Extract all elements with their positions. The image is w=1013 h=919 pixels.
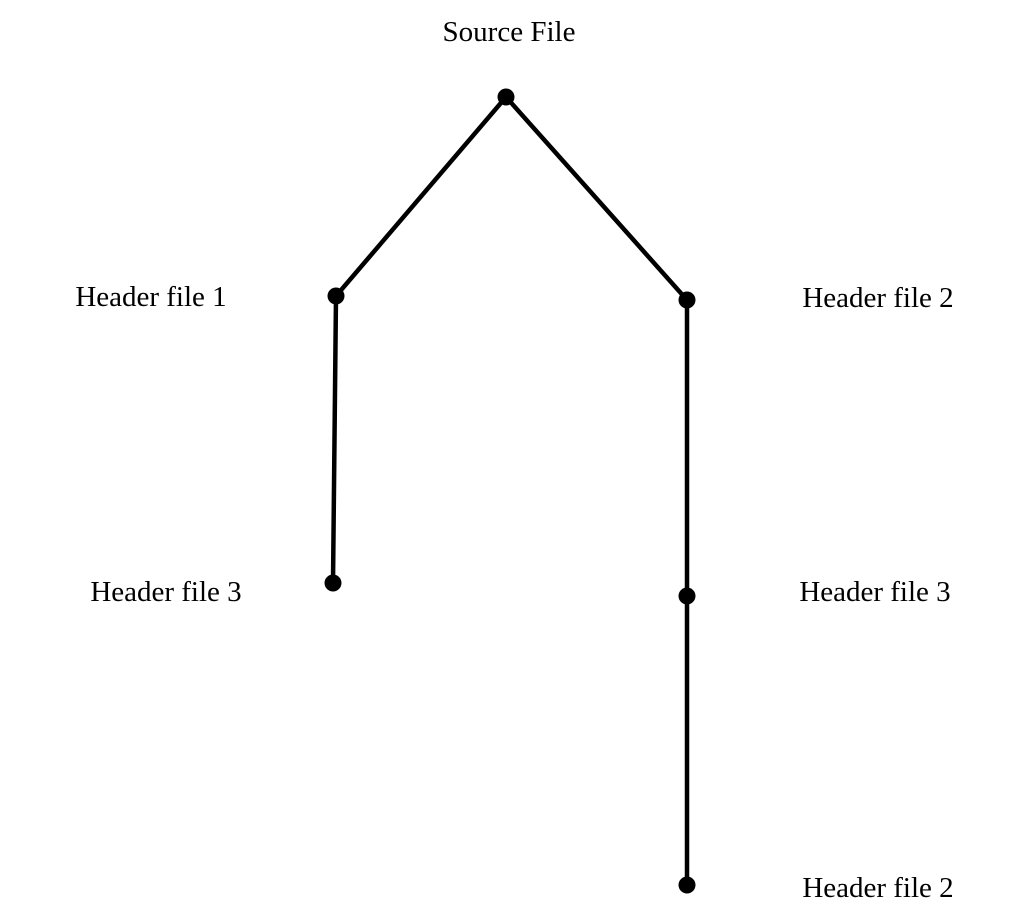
node-dot-h3_right — [678, 587, 696, 605]
node-label-h2: Header file 2 — [802, 282, 953, 314]
edge-source-to-h2 — [503, 94, 690, 303]
node-dot-h2_bottom — [678, 876, 696, 894]
node-dot-h2 — [678, 291, 696, 309]
node-label-h1: Header file 1 — [75, 281, 226, 313]
edges-layer — [330, 94, 690, 888]
node-label-source: Source File — [443, 16, 576, 48]
node-label-h3_left: Header file 3 — [90, 576, 241, 608]
node-dot-h3_left — [324, 574, 342, 592]
node-label-h3_right: Header file 3 — [799, 576, 950, 608]
nodes-layer — [324, 88, 696, 894]
node-dot-source — [497, 88, 515, 106]
edge-source-to-h1 — [333, 94, 509, 299]
node-label-h2_bottom: Header file 2 — [802, 872, 953, 904]
node-dot-h1 — [327, 287, 345, 305]
edge-h1-to-h3_left — [330, 293, 339, 586]
